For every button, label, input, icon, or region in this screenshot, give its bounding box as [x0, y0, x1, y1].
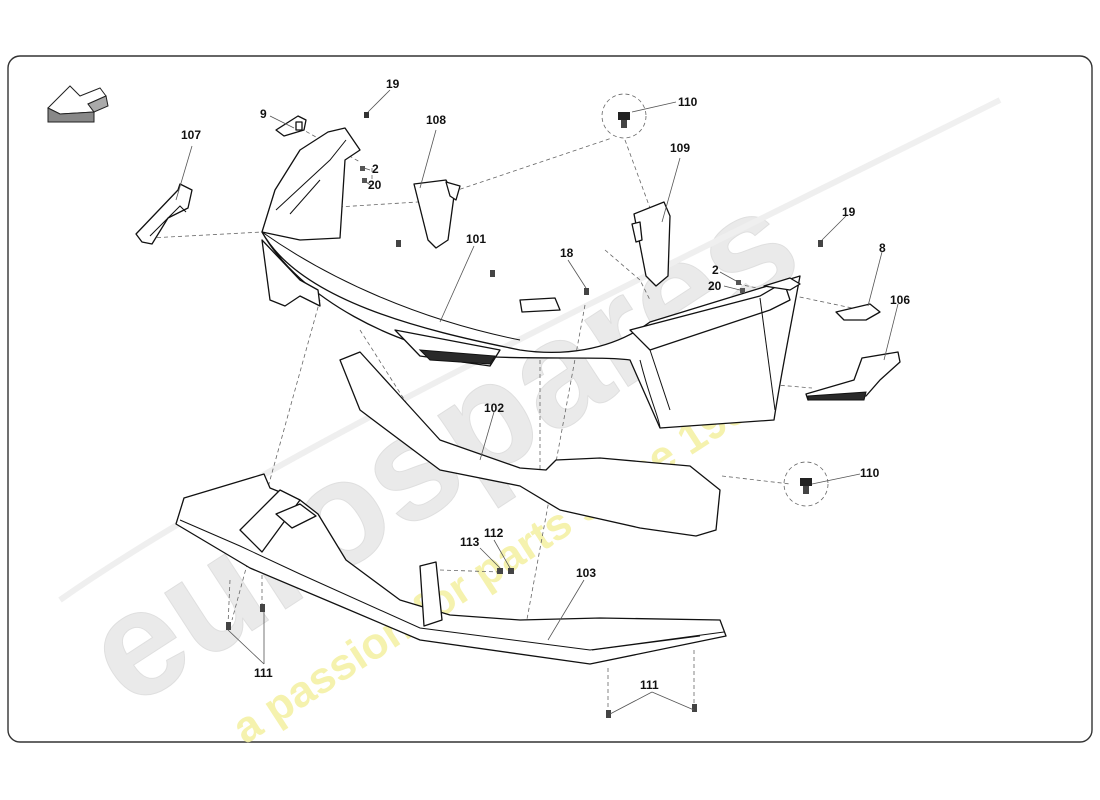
callout-108: 108	[426, 113, 446, 127]
part-106-side-blade	[805, 351, 901, 401]
callout-109: 109	[670, 141, 690, 155]
callout-19: 19	[386, 77, 400, 91]
callout-8: 8	[879, 241, 886, 255]
callout-20: 20	[368, 178, 382, 192]
part-107-side-panel	[135, 183, 193, 245]
callout-112: 112	[484, 526, 504, 540]
callout-111-right: 111	[640, 678, 659, 692]
callout-101: 101	[466, 232, 486, 246]
callout-111-left: 111	[254, 666, 273, 680]
direction-arrow-icon	[47, 85, 109, 123]
callout-103: 103	[576, 566, 596, 580]
callout-107: 107	[181, 128, 201, 142]
part-109-grille	[631, 201, 671, 287]
leader-lines	[175, 89, 899, 715]
part-110-clip-lower	[783, 461, 829, 507]
callout-113: 113	[460, 535, 480, 549]
part-103-splitter	[175, 473, 727, 665]
part-101-bumper-cover	[261, 127, 801, 429]
part-110-clip-upper	[601, 93, 647, 139]
callout-18: 18	[560, 246, 574, 260]
part-108-grille	[413, 179, 461, 249]
callout-110: 110	[678, 95, 698, 109]
callout-110-lower: 110	[860, 466, 880, 480]
callout-19-right: 19	[842, 205, 856, 219]
callout-20-right: 20	[708, 279, 722, 293]
callout-labels: 107 9 19 2 20 108 110 109 101 18 2 20 19…	[181, 77, 910, 692]
callout-2: 2	[372, 162, 379, 176]
callout-9: 9	[260, 107, 267, 121]
callout-102: 102	[484, 401, 504, 415]
part-9-bracket	[275, 115, 307, 137]
part-8-insert	[835, 303, 881, 321]
callout-106: 106	[890, 293, 910, 307]
part-102-mesh	[339, 351, 721, 537]
fasteners	[226, 112, 823, 718]
callout-2-right: 2	[712, 263, 719, 277]
